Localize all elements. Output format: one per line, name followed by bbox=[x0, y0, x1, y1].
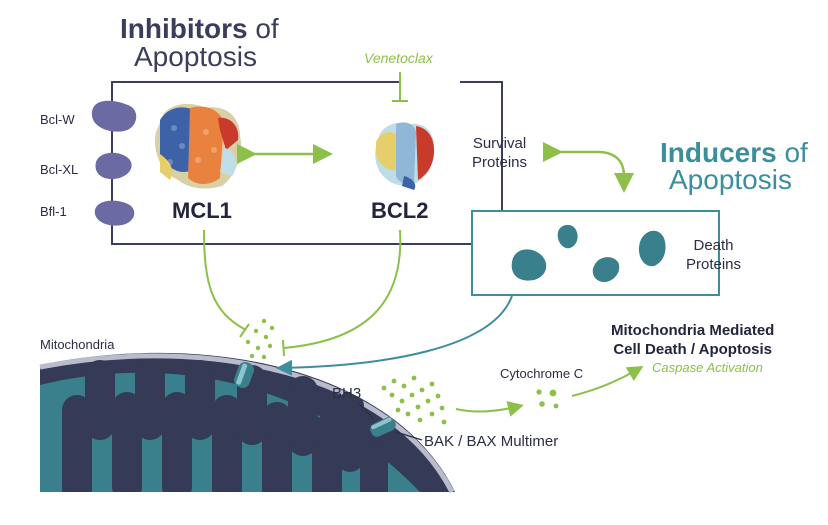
bcl-xl-blob bbox=[95, 152, 132, 180]
cytochrome-c-dots bbox=[536, 389, 559, 409]
bh3-dots-upper bbox=[245, 318, 275, 360]
multimer-label: BAK / BAX Multimer bbox=[424, 433, 559, 450]
death-protein-blob bbox=[511, 249, 547, 281]
death-protein-blob bbox=[557, 224, 578, 249]
inhibitors-title-line2: Apoptosis bbox=[134, 41, 257, 72]
death-protein-blob bbox=[592, 257, 620, 283]
death-proteins-box bbox=[471, 210, 720, 296]
bfl-1-label: Bfl-1 bbox=[40, 204, 67, 219]
mcl1-label: MCL1 bbox=[172, 198, 232, 223]
bh3-dots-lower bbox=[381, 375, 447, 425]
inhibitors-box bbox=[111, 81, 503, 245]
bcl2-inhibit-bar bbox=[282, 339, 285, 357]
inducers-title: Inducers of bbox=[660, 137, 808, 168]
multimer-leader bbox=[395, 431, 423, 441]
release-arrow bbox=[455, 401, 524, 417]
channel-pore bbox=[234, 362, 254, 388]
death-activation-arrow bbox=[276, 295, 513, 376]
bcl2-inhibit-curve bbox=[283, 229, 402, 349]
inhibitors-title: Inhibitors of bbox=[120, 13, 279, 44]
death-protein-blob bbox=[638, 230, 666, 267]
mcl1-inhibit-bar bbox=[239, 323, 250, 338]
mitochondria-label: Mitochondria bbox=[40, 337, 115, 352]
cytochrome-c-label: Cytochrome C bbox=[500, 366, 584, 381]
bcl-xl-label: Bcl-XL bbox=[40, 162, 79, 177]
inducers-title-line2: Apoptosis bbox=[669, 164, 792, 195]
bak-bax-multimer-pore bbox=[370, 417, 396, 437]
bcl2-structure bbox=[375, 122, 435, 190]
bfl-1-blob bbox=[94, 200, 135, 226]
bcl-w-label: Bcl-W bbox=[40, 112, 75, 127]
bh3-leader bbox=[358, 403, 374, 419]
bh3-label: BH3 bbox=[332, 385, 362, 402]
survival-inducers-arrow bbox=[543, 142, 634, 193]
apoptosis-arrow bbox=[571, 365, 644, 397]
mcl1-inhibit-curve bbox=[203, 229, 247, 331]
bcl-w-blob bbox=[91, 100, 137, 132]
bcl2-label: BCL2 bbox=[371, 198, 429, 223]
mcl1-structure bbox=[154, 103, 242, 189]
caspase-activation-label: Caspase Activation bbox=[652, 360, 763, 375]
mitochondrion bbox=[39, 352, 455, 494]
venetoclax-label: Venetoclax bbox=[364, 50, 433, 66]
